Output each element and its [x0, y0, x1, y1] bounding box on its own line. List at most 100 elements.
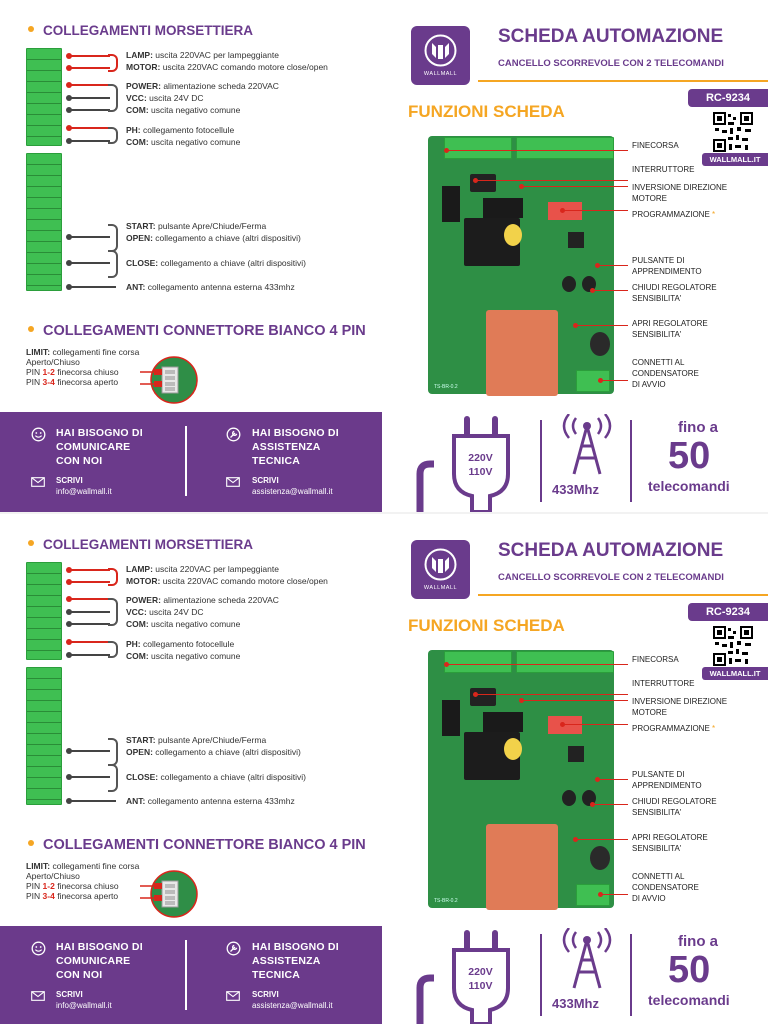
- wallmall-logo-icon: [424, 34, 457, 67]
- pcb-pot1: [562, 790, 576, 806]
- qr-code-icon[interactable]: [713, 626, 753, 666]
- tech-email-link[interactable]: assistenza@wallmall.it: [252, 487, 333, 496]
- panel-divider: [185, 940, 187, 1010]
- pcb-transformer: [486, 824, 558, 910]
- smile-icon: [31, 941, 46, 956]
- line-com: COM: uscita negativo comune: [126, 619, 241, 629]
- line-com2: COM: uscita negativo comune: [126, 137, 241, 147]
- smile-icon: [31, 427, 46, 442]
- label-interruttore: INTERRUTTORE: [632, 679, 695, 688]
- remote-count: 50: [668, 435, 711, 477]
- wire-ant: [70, 800, 116, 802]
- divider: [540, 934, 542, 1016]
- terminal-block-bottom: [26, 153, 62, 291]
- pcb-capacitor: [590, 332, 610, 356]
- wire-dot-icon: [66, 748, 72, 754]
- pointer-line: [477, 180, 628, 181]
- line-ant: ANT: collegamento antenna esterna 433mhz: [126, 796, 295, 806]
- wire-close: [70, 262, 110, 264]
- wire-power: [70, 598, 110, 600]
- wire-dot-icon: [66, 621, 72, 627]
- wire-dot-icon: [66, 798, 72, 804]
- comm-email-link[interactable]: info@wallmall.it: [56, 1001, 112, 1010]
- wire-com: [70, 623, 110, 625]
- comm-write: SCRIVI: [56, 476, 83, 485]
- pointer-dot-icon: [560, 208, 565, 213]
- wire-dot-icon: [66, 639, 72, 645]
- pointer-dot-icon: [598, 892, 603, 897]
- line-ph: PH: collegamento fotocellule: [126, 639, 235, 649]
- line-start: START: pulsante Apre/Chiude/Ferma: [126, 735, 267, 745]
- pcb-switch: [470, 688, 496, 706]
- fino-text: fino a: [678, 419, 718, 436]
- main-subtitle: CANCELLO SCORREVOLE CON 2 TELECOMANDI: [498, 572, 724, 583]
- pcb-terminal-right: [516, 137, 614, 159]
- line-vcc: VCC: uscita 24V DC: [126, 607, 204, 617]
- pointer-line: [477, 694, 628, 695]
- telecomandi-text: telecomandi: [648, 478, 730, 494]
- wire-com2: [70, 654, 110, 656]
- label-programmazione: PROGRAMMAZIONE *: [632, 210, 716, 219]
- line-lamp: LAMP: uscita 220VAC per lampeggiante: [126, 50, 279, 60]
- comm-email-link[interactable]: info@wallmall.it: [56, 487, 112, 496]
- title-bullet-icon: [28, 840, 34, 847]
- comm-write: SCRIVI: [56, 990, 83, 999]
- wire-lamp: [70, 55, 110, 57]
- pcb-dip-switch: [548, 202, 582, 220]
- wire-dot-icon: [66, 138, 72, 144]
- terminal-block-bottom: [26, 667, 62, 805]
- limit-text: LIMIT: collegamenti fine corsa Aperto/Ch…: [26, 347, 140, 387]
- wire-start: [70, 750, 110, 752]
- white-connector-icon: [140, 870, 198, 918]
- wire-dot-icon: [66, 125, 72, 131]
- pcb-text: TS-BR-0.2: [434, 384, 458, 390]
- logo-text: WALLMALL: [423, 585, 458, 591]
- line-power: POWER: alimentazione scheda 220VAC: [126, 595, 279, 605]
- qr-code-icon[interactable]: [713, 112, 753, 152]
- brace-group4: [108, 738, 118, 766]
- pointer-dot-icon: [444, 148, 449, 153]
- pointer-dot-icon: [595, 263, 600, 268]
- wire-vcc: [70, 611, 110, 613]
- pointer-dot-icon: [598, 378, 603, 383]
- mail-icon[interactable]: [226, 477, 240, 487]
- brace-group1: [108, 54, 118, 72]
- model-badge: RC-9234: [688, 89, 768, 107]
- logo-text: WALLMALL: [423, 71, 458, 77]
- tech-email-link[interactable]: assistenza@wallmall.it: [252, 1001, 333, 1010]
- mail-icon[interactable]: [226, 991, 240, 1001]
- mail-icon[interactable]: [31, 477, 45, 487]
- mail-icon[interactable]: [31, 991, 45, 1001]
- label-finecorsa: FINECORSA: [632, 655, 679, 664]
- page-separator: [0, 512, 768, 514]
- pointer-dot-icon: [444, 662, 449, 667]
- label-finecorsa: FINECORSA: [632, 141, 679, 150]
- connettore-title: COLLEGAMENTI CONNETTORE BIANCO 4 PIN: [28, 837, 366, 853]
- main-subtitle: CANCELLO SCORREVOLE CON 2 TELECOMANDI: [498, 58, 724, 69]
- pointer-line: [599, 265, 628, 266]
- wire-lamp: [70, 569, 110, 571]
- orange-rule: [478, 594, 768, 596]
- title-bullet-icon: [28, 326, 34, 333]
- wire-dot-icon: [66, 774, 72, 780]
- flyer-copy-top: COLLEGAMENTI MORSETTIERA LAMP: uscita 22…: [0, 0, 768, 512]
- brace-group3: [108, 641, 118, 658]
- pcb-text: TS-BR-0.2: [434, 898, 458, 904]
- pcb-black-relay: [483, 712, 523, 732]
- line-close: CLOSE: collegamento a chiave (altri disp…: [126, 258, 307, 268]
- divider: [630, 420, 632, 502]
- pointer-line: [599, 779, 628, 780]
- wire-close: [70, 776, 110, 778]
- wire-ant: [70, 286, 116, 288]
- wrench-icon: [226, 427, 241, 442]
- title-bullet-icon: [28, 540, 34, 547]
